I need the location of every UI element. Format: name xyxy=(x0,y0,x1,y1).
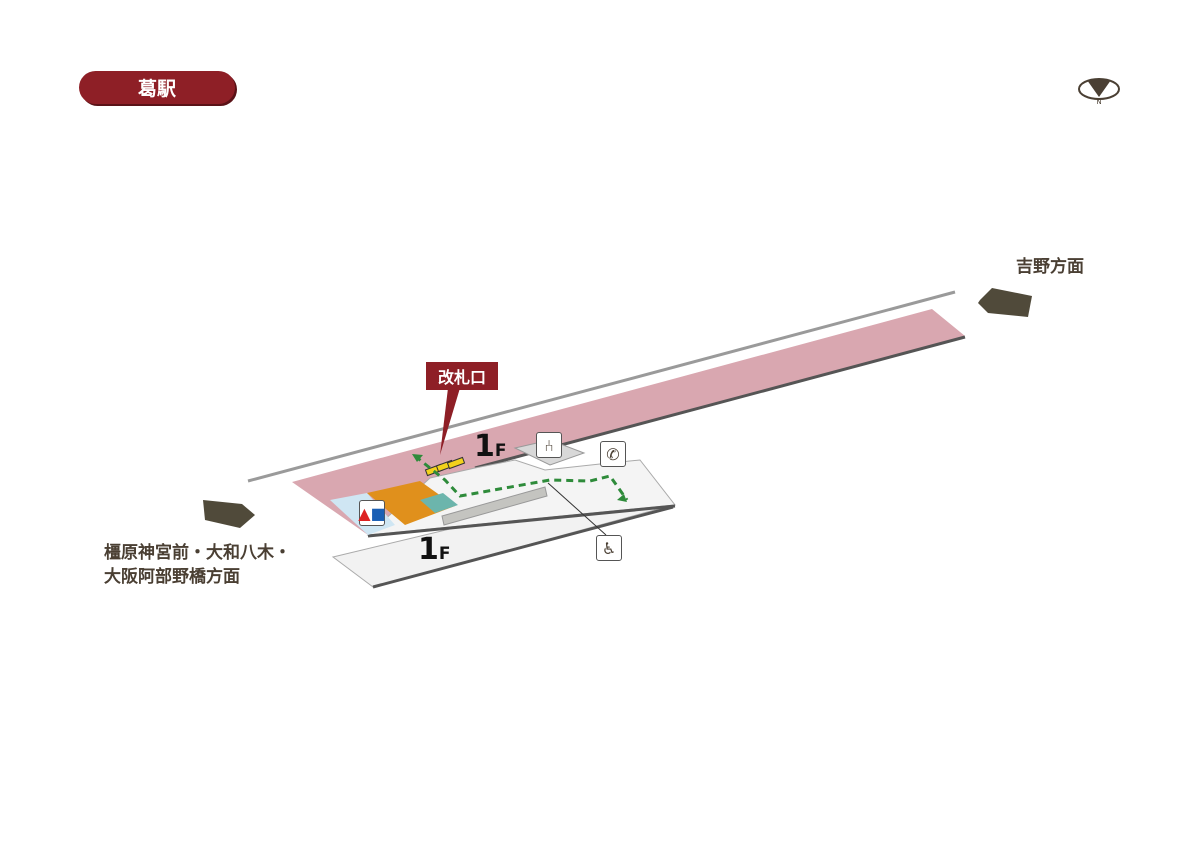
station-name: 葛駅 xyxy=(137,78,176,100)
direction-label-osaka: 大阪阿部野橋方面 xyxy=(104,567,240,587)
floor-label-lower: 1F xyxy=(418,535,451,569)
arrow-left-icon xyxy=(203,500,255,528)
direction-label-kashihara: 橿原神宮前・大和八木・ xyxy=(104,543,291,563)
concourse-edge xyxy=(367,504,676,538)
shop-area xyxy=(367,481,455,525)
station-name-badge: 葛駅 xyxy=(79,71,235,104)
ticket-gate-label: 改札口 xyxy=(426,362,498,390)
phone-icon: ✆ xyxy=(600,441,626,467)
teal-area xyxy=(420,493,458,513)
floor-number: 1 xyxy=(474,429,495,464)
wheelchair-leader-line xyxy=(547,482,607,536)
direction-label-yoshino: 吉野方面 xyxy=(1016,257,1084,277)
compass-north-label: N xyxy=(1096,98,1101,106)
track-line xyxy=(247,290,956,483)
floor-label-upper: 1F xyxy=(474,432,507,466)
route-arrow-start-icon xyxy=(412,454,423,462)
north-compass-icon xyxy=(1078,78,1120,100)
ticket-gate-icon xyxy=(424,456,466,477)
arrow-right-icon xyxy=(978,288,1032,317)
gate-label-pointer xyxy=(440,388,460,455)
route-arrow-end-icon xyxy=(617,494,627,502)
route-path xyxy=(414,454,629,501)
ramp xyxy=(441,486,548,526)
toilet-icon: ▲■ xyxy=(358,500,386,526)
floor-number: 1 xyxy=(418,532,439,567)
wheelchair-slope-icon: ♿ xyxy=(596,535,622,561)
gate-label-text: 改札口 xyxy=(437,368,486,387)
floor-suffix: F xyxy=(438,544,451,564)
waiting-room-icon: ⑃ xyxy=(536,432,562,458)
floor-suffix: F xyxy=(494,441,507,461)
